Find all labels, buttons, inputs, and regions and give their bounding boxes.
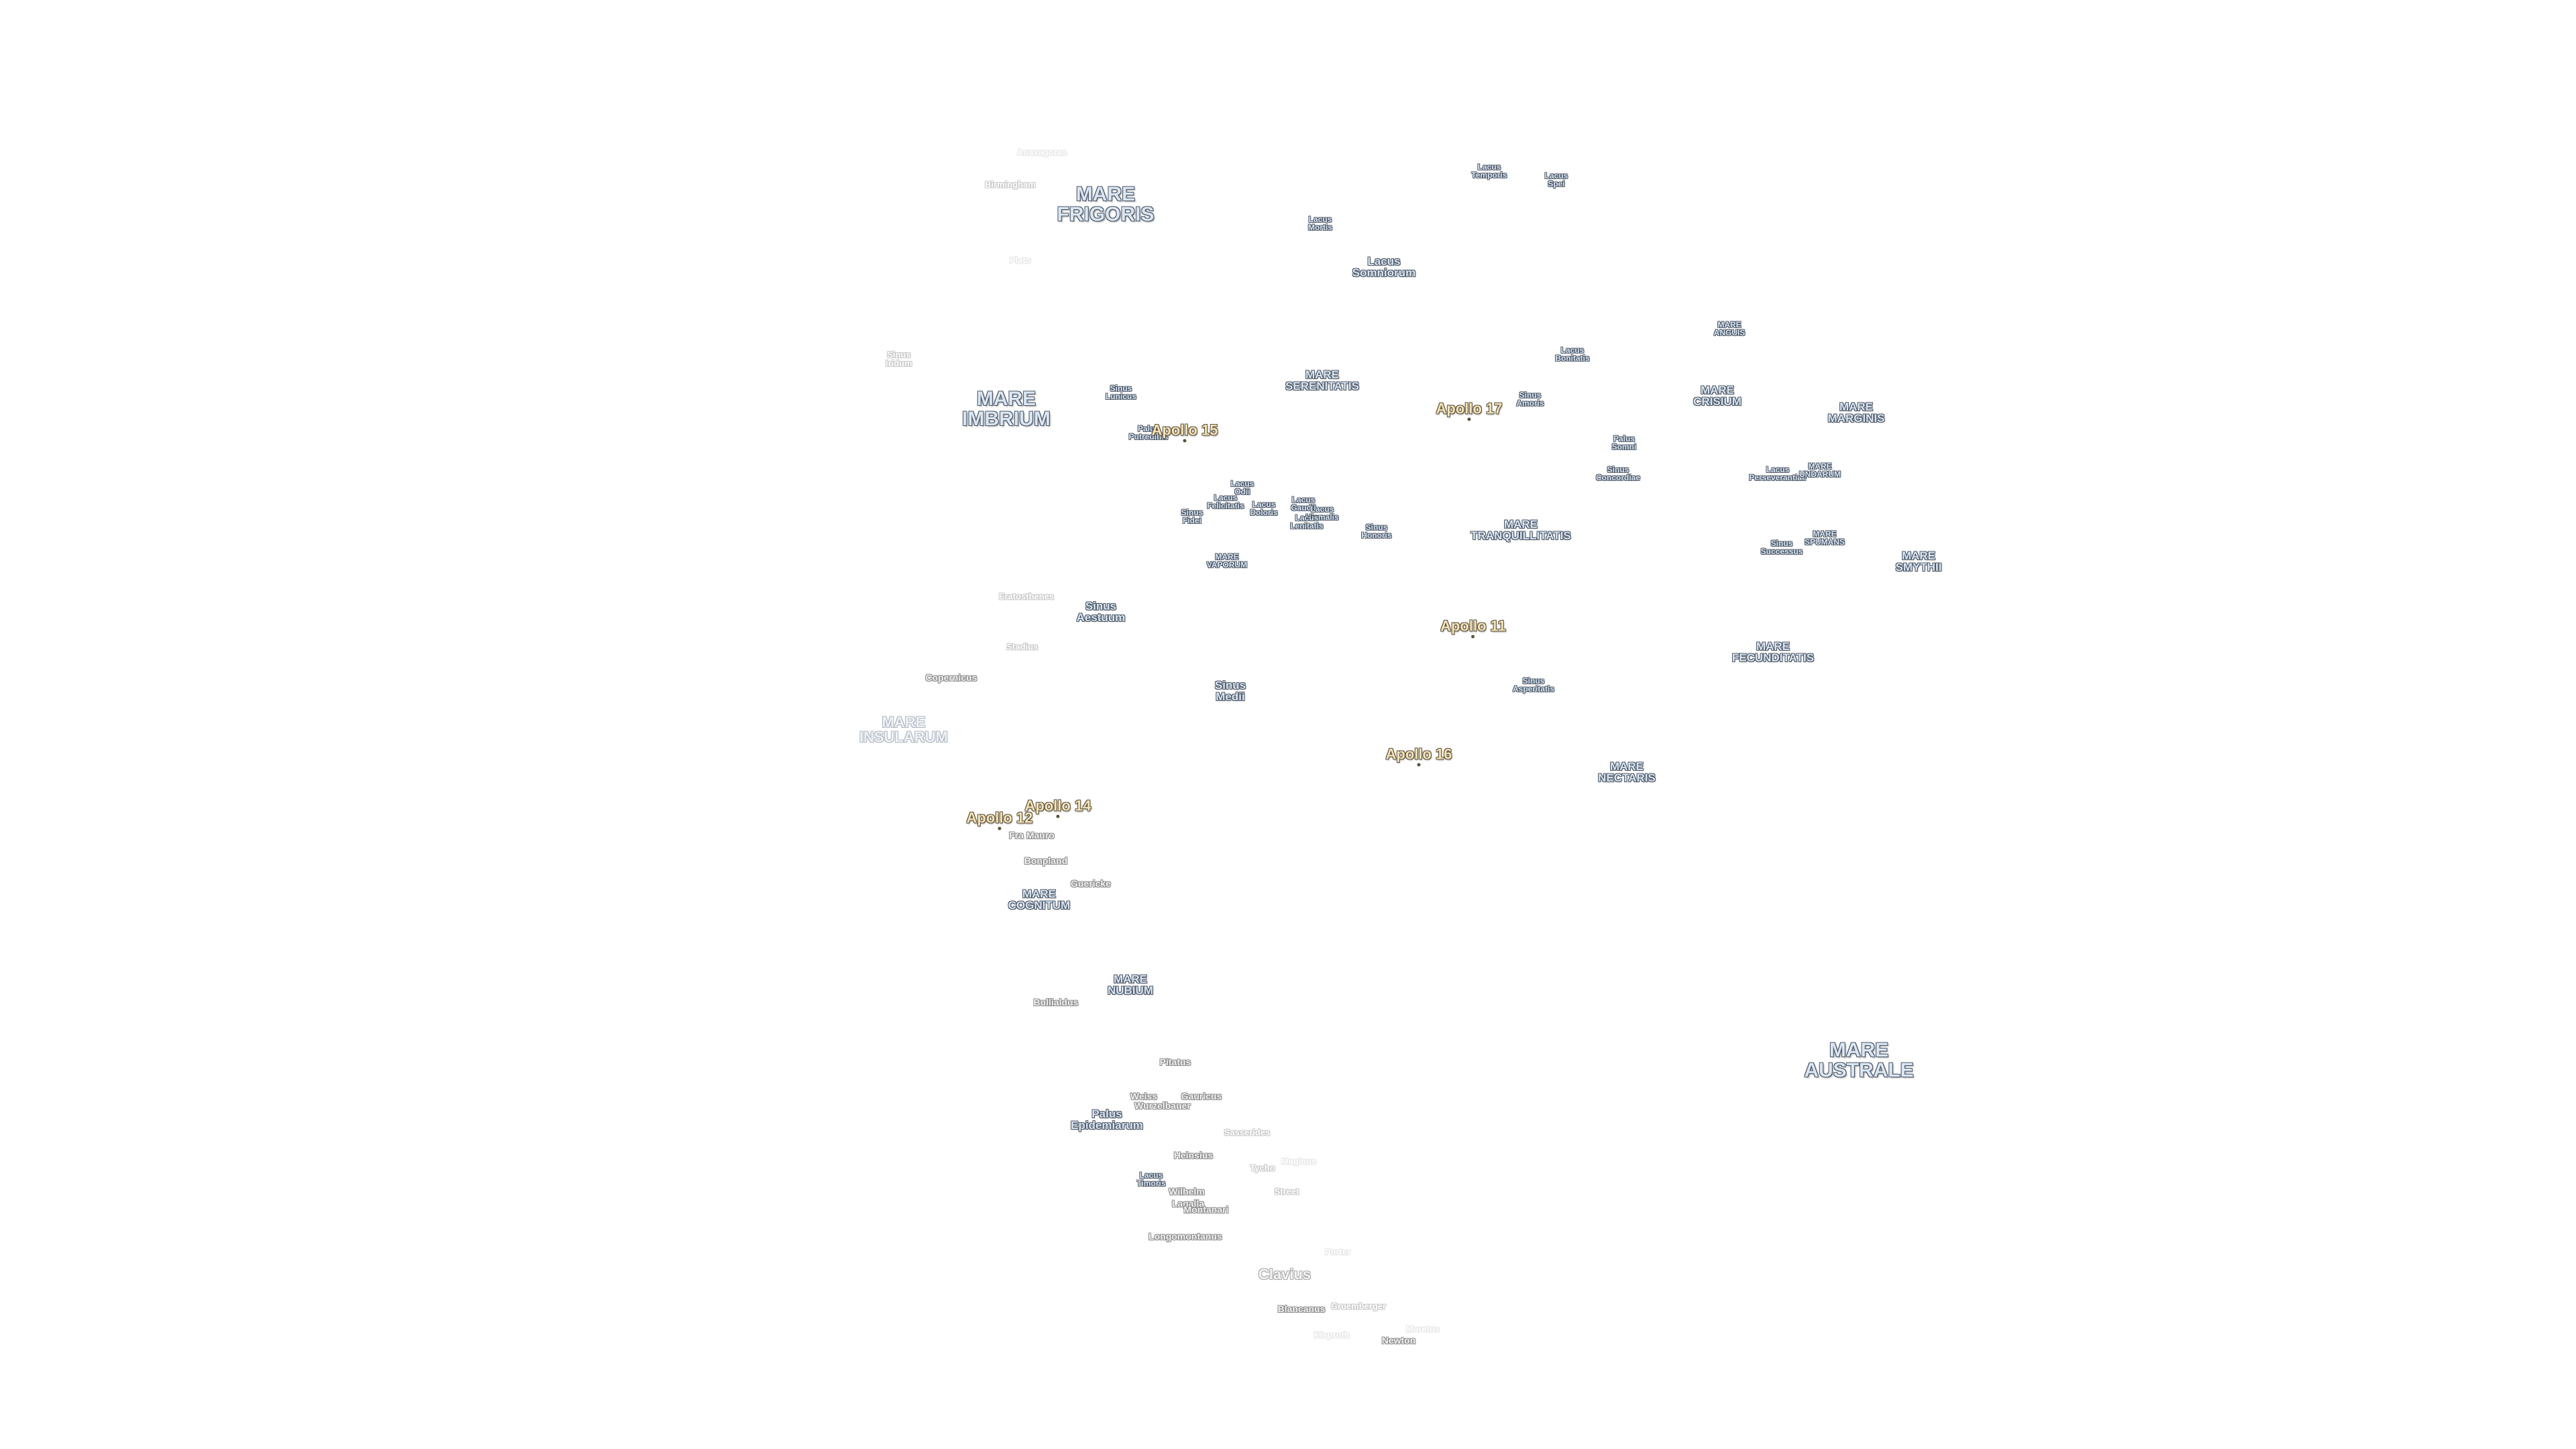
lacus-doloris-label: Lacus Doloris: [1250, 500, 1278, 517]
apollo-17-label[interactable]: Apollo 17: [1436, 400, 1503, 421]
landing-site-marker-icon: [1056, 814, 1060, 818]
lagalla-label: Lagalla: [1171, 1198, 1205, 1209]
mare-vaporum-label: MARE VAPORUM: [1206, 552, 1248, 570]
mare-fecunditatis-label: MARE FECUNDITATIS: [1731, 640, 1815, 664]
maginus-label: Maginus: [1281, 1156, 1317, 1167]
porter-label: Porter: [1324, 1246, 1351, 1257]
clavius-label: Clavius: [1258, 1266, 1311, 1283]
fra-mauro-label: Fra Mauro: [1009, 830, 1055, 841]
apollo-15-label[interactable]: Apollo 15: [1151, 423, 1218, 443]
birmingham-label: Birmingham: [985, 179, 1036, 190]
landing-site-marker-icon: [1183, 439, 1187, 443]
mare-undarum-label: MARE UNDARUM: [1799, 462, 1841, 479]
gauricus-label: Gauricus: [1181, 1091, 1222, 1102]
eratosthenes-label: Eratosthenes: [998, 591, 1055, 602]
weiss-label: Weiss: [1130, 1091, 1158, 1102]
sinus-amoris-label: Sinus Amoris: [1516, 390, 1544, 408]
lacus-somniorum-label: Lacus Somniorum: [1352, 255, 1416, 279]
blancanus-label: Blancanus: [1277, 1303, 1326, 1314]
lacus-odii-label: Lacus Odii: [1230, 479, 1254, 496]
wurzelbauer-label: Wurzelbauer: [1134, 1100, 1191, 1111]
apollo-site-text: Apollo 14: [1024, 797, 1091, 814]
mare-australe-label: MARE AUSTRALE: [1804, 1039, 1914, 1081]
newton-label: Newton: [1381, 1335, 1416, 1346]
lacus-perseverantiae-label: Lacus Perseverantiae: [1749, 465, 1807, 482]
sasserides-label: Sasserides: [1224, 1127, 1271, 1138]
sinus-asperitatis-label: Sinus Asperitatis: [1512, 676, 1555, 694]
mare-cognitum-label: MARE COGNITUM: [1008, 888, 1071, 912]
palus-putredinis-label: Palus Putredinis: [1128, 424, 1169, 441]
apollo-site-text: Apollo 16: [1385, 745, 1452, 763]
mare-serenitatis-label: MARE SERENITATIS: [1285, 368, 1359, 392]
lacus-gaudii-label: Lacus Gaudii: [1291, 495, 1316, 513]
landing-site-marker-icon: [1467, 417, 1471, 421]
apollo-12-label[interactable]: Apollo 12: [966, 809, 1033, 830]
mare-spumans-label: MARE SPUMANS: [1804, 529, 1845, 547]
sinus-successus-label: Sinus Successus: [1760, 539, 1803, 556]
landing-site-marker-icon: [1471, 635, 1475, 639]
apollo-site-text: Apollo 11: [1440, 617, 1506, 635]
mare-anguis-label: MARE ANGUIS: [1713, 320, 1746, 337]
klaproth-label: Klaproth: [1313, 1330, 1350, 1340]
apollo-site-text: Apollo 17: [1436, 400, 1503, 417]
montanari-label: Montanari: [1183, 1204, 1229, 1215]
palus-epidemiarum-label: Palus Epidemiarum: [1071, 1108, 1143, 1132]
moretus-label: Moretus: [1405, 1324, 1440, 1334]
lacus-spei-label: Lacus Spei: [1544, 171, 1568, 189]
pitatus-label: Pitatus: [1159, 1057, 1191, 1067]
mare-smythii-label: MARE SMYTHII: [1895, 549, 1942, 574]
longomontanus-label: Longomontanus: [1148, 1231, 1222, 1242]
apollo-site-text: Apollo 15: [1151, 421, 1218, 439]
lacus-temporis-label: Lacus Temporis: [1471, 162, 1507, 180]
mare-imbrium-label: MARE IMBRIUM: [962, 388, 1051, 430]
sinus-fidei-label: Sinus Fidei: [1181, 508, 1203, 525]
stadius-label: Stadius: [1006, 641, 1038, 652]
mare-nectaris-label: MARE NECTARIS: [1598, 760, 1656, 784]
mare-nubium-label: MARE NUBIUM: [1108, 973, 1153, 997]
palus-somni-label: Palus Somni: [1611, 434, 1637, 451]
sinus-aestuum-label: Sinus Aestuum: [1076, 600, 1126, 624]
sinus-honoris-label: Sinus Honoris: [1361, 523, 1392, 540]
sinus-iridum-label: Sinus Iridum: [885, 350, 912, 368]
lacus-mortis-label: Lacus Mortis: [1308, 215, 1332, 232]
landing-site-marker-icon: [998, 826, 1002, 830]
anaxagoras-label: Anaxagoras: [1016, 147, 1067, 158]
plato-label: Plato: [1010, 255, 1031, 266]
lacus-felicitatis-label: Lacus Felicitatis: [1207, 493, 1244, 511]
mare-frigoris-label: MARE FRIGORIS: [1057, 183, 1155, 225]
street-label: Street: [1274, 1186, 1299, 1197]
copernicus-label: Copernicus: [925, 672, 977, 683]
landing-site-marker-icon: [1417, 763, 1421, 767]
lacus-timoris-label: Lacus Timoris: [1136, 1171, 1166, 1188]
mare-crisium-label: MARE CRISIUM: [1693, 384, 1741, 408]
guericke-label: Guericke: [1071, 878, 1111, 889]
lacus-hiemalis-label: Lacus Hiemalis: [1305, 504, 1339, 522]
mare-tranquillitatis-label: MARE TRANQUILLITATIS: [1470, 518, 1571, 542]
wilhelm-label: Wilhelm: [1169, 1186, 1205, 1197]
apollo-14-label[interactable]: Apollo 14: [1024, 797, 1091, 818]
sinus-lunicus-label: Sinus Lunicus: [1105, 384, 1137, 401]
bullialdus-label: Bullialdus: [1033, 997, 1079, 1008]
bonpland-label: Bonpland: [1024, 855, 1068, 866]
lacus-bonitatis-label: Lacus Bonitatis: [1555, 345, 1590, 363]
apollo-11-label[interactable]: Apollo 11: [1440, 619, 1506, 639]
heinsius-label: Heinsius: [1173, 1150, 1214, 1161]
mare-insularum-label: MARE INSULARUM: [859, 714, 948, 745]
sinus-concordiae-label: Sinus Concordiae: [1595, 465, 1641, 482]
tycho-label: Tycho: [1250, 1163, 1275, 1173]
gruemberger-label: Gruemberger: [1330, 1301, 1387, 1311]
mare-marginis-label: MARE MARGINIS: [1827, 400, 1885, 425]
lacus-lenitatis-label: Lacus Lenitatis: [1290, 513, 1324, 531]
apollo-16-label[interactable]: Apollo 16: [1385, 747, 1452, 767]
apollo-site-text: Apollo 12: [966, 809, 1033, 826]
sinus-medii-label: Sinus Medii: [1214, 679, 1246, 703]
